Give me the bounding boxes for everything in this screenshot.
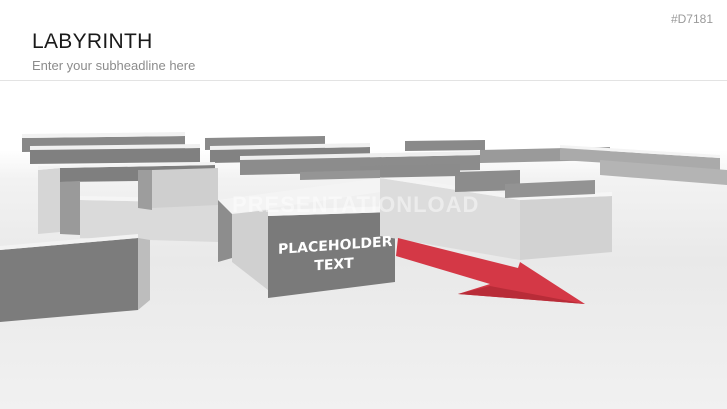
placeholder-text[interactable]: PLACEHOLDER TEXT	[278, 233, 392, 279]
maze-left-block	[38, 162, 218, 242]
slide-subtitle[interactable]: Enter your subheadline here	[32, 58, 196, 73]
maze-back-walls	[22, 132, 727, 185]
watermark: PRESENTATIONLOAD	[232, 192, 480, 217]
slide-title[interactable]: LABYRINTH	[32, 30, 153, 53]
maze-center-block	[218, 178, 395, 298]
header-divider	[0, 80, 727, 81]
red-arrow-icon	[396, 238, 585, 304]
maze-front-left-wall	[0, 234, 150, 322]
slide-code: #D7181	[670, 12, 713, 26]
maze-right-walls	[300, 164, 612, 260]
